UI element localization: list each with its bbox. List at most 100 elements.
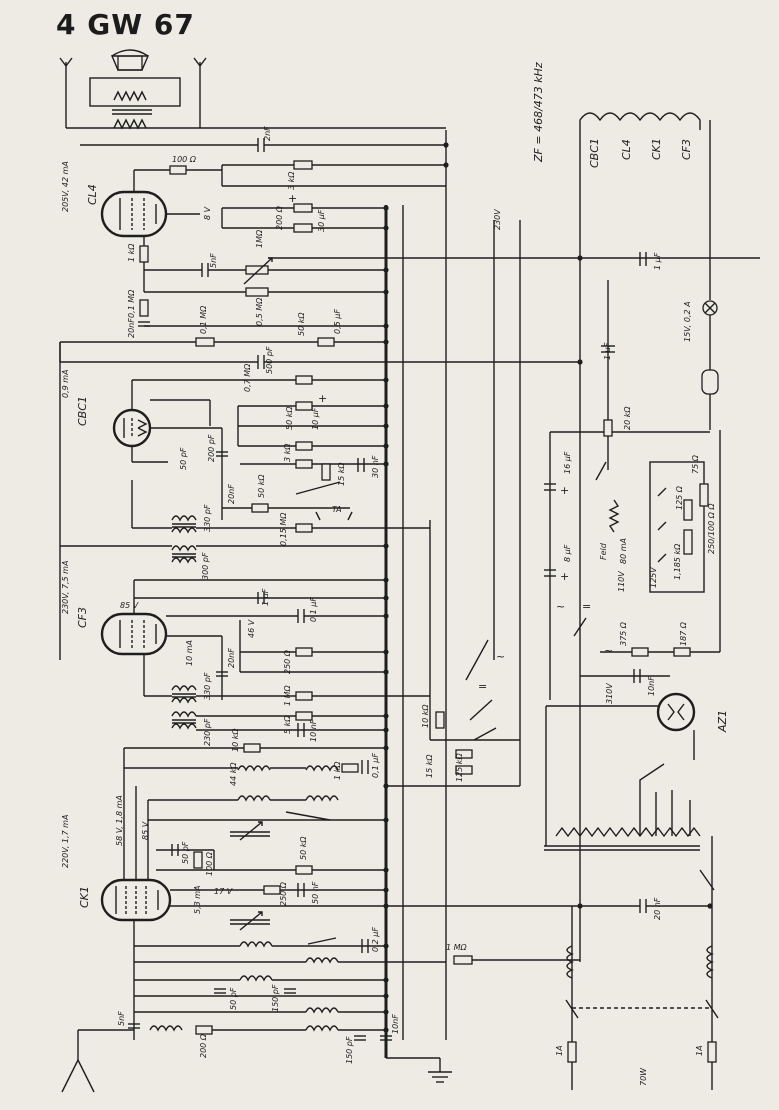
fuse-a-label: 1A <box>555 1045 564 1056</box>
cl4-label: CL4 <box>86 184 99 205</box>
urdox-resistor <box>701 369 719 395</box>
r-07m: 0,7 MΩ <box>243 363 252 392</box>
if-transformer-4 <box>171 711 197 730</box>
r-10k-b: 10 kΩ <box>421 704 430 728</box>
c-150pf-b: 150 pF <box>345 1036 354 1064</box>
acdc-switch-2[interactable] <box>573 617 587 637</box>
heater-cf3: CF3 <box>680 139 693 160</box>
mains-transformer-winding <box>555 826 701 838</box>
wave-switch-2[interactable] <box>307 937 337 945</box>
r-100-b: 100 Ω <box>205 851 214 876</box>
c-200pf: 200 pF <box>207 434 216 462</box>
plus-mark: + <box>288 192 297 205</box>
r-01m-b: 0,1 MΩ <box>199 305 208 334</box>
c-5nf-b: 5nF <box>117 1011 126 1026</box>
r-50k-c: 50 kΩ <box>257 474 266 498</box>
rect-out-voltage: 310V <box>605 683 614 704</box>
r-05m: 0,5 MΩ <box>255 297 264 326</box>
tube-cf3 <box>100 612 168 656</box>
ck1-screen-rating: 58 V, 1,8 mA <box>115 795 124 846</box>
cf3-label: CF3 <box>76 607 89 628</box>
band-switch[interactable] <box>465 639 497 741</box>
acdc-switch-1[interactable] <box>595 461 607 481</box>
r-3k: 3 kΩ <box>287 171 296 190</box>
speaker-coil <box>113 90 147 102</box>
ck1-cathode-voltage: 17 V <box>214 887 233 896</box>
c-50nf: 50 nF <box>311 881 320 904</box>
tap-110v: 110V <box>617 571 626 592</box>
ck1-current: 5,3 mA <box>193 885 202 914</box>
wave-switch[interactable] <box>285 811 331 821</box>
tap-125v: 125V <box>649 567 658 588</box>
pickup-socket-icon <box>315 511 353 521</box>
plus-mark-3: + <box>560 484 569 497</box>
mains-double-switch[interactable] <box>565 999 719 1019</box>
c-20nf-d: 20 nF <box>653 897 662 920</box>
c-10nf-c: 10nF <box>647 676 656 696</box>
r-200-b: 200 Ω <box>199 1033 208 1058</box>
cf3-cathode-voltage: 46 V <box>247 619 256 638</box>
switch-mark-dc-2: = <box>582 600 591 613</box>
loudspeaker <box>110 49 150 71</box>
input-coil <box>149 1025 183 1032</box>
r-250: 250 Ω <box>283 649 292 674</box>
r-15k: 15 kΩ <box>337 462 346 486</box>
mains-taps <box>639 763 691 836</box>
az1-label: AZ1 <box>716 710 729 733</box>
speaker-socket-icon <box>59 57 73 68</box>
c-50pf-c: 50 pF <box>229 987 238 1010</box>
c-30uf: 30 μF <box>317 209 326 232</box>
r-15k-b: 15 kΩ <box>425 754 434 778</box>
heater-filaments <box>579 112 701 130</box>
r-10k-a: 10 kΩ <box>231 728 240 752</box>
tube-ck1 <box>100 878 172 922</box>
pot-1m: 1MΩ <box>255 229 264 248</box>
ck1-screen-voltage: 85 V <box>141 821 150 840</box>
c-20nf-c: 20nF <box>227 648 236 668</box>
power-rating: 70W <box>639 1067 648 1086</box>
field-current: 80 mA <box>619 538 628 564</box>
cf3-rating: 230V, 7,5 mA <box>61 561 70 614</box>
plus-mark-4: + <box>560 570 569 583</box>
c-50pf-a: 50 pF <box>179 447 188 470</box>
antenna-coil-1 <box>239 941 273 948</box>
c-150pf-a: 150 pF <box>271 984 280 1012</box>
fuse-1 <box>567 1041 577 1063</box>
ck1-label: CK1 <box>78 886 91 908</box>
c-1uf-b: 1 μF <box>653 252 662 270</box>
voltage-selector[interactable] <box>649 461 705 593</box>
c-01uf-a: 0,1 μF <box>309 597 318 622</box>
trimmer-cap-2 <box>239 911 263 931</box>
mains-choke-2 <box>706 945 714 979</box>
switch-mark-ac: ~ <box>496 650 505 663</box>
c-20nf-a: 20nF <box>127 318 136 338</box>
speaker-socket-icon-2 <box>193 57 207 68</box>
switch-mark-ac-3: ~ <box>604 644 613 657</box>
r-100: 100 Ω <box>172 155 197 164</box>
c-01uf-b: 0,1 μF <box>371 753 380 778</box>
r-50k-b: 50 kΩ <box>285 406 294 430</box>
volume-pot <box>245 265 269 275</box>
switch-mark-dc: = <box>478 680 487 693</box>
ta-label: TA <box>332 505 342 514</box>
r-1k: 1 kΩ <box>127 243 136 262</box>
r-3k-b: 3 kΩ <box>283 443 292 462</box>
cbc1-rating: 0,9 mA <box>61 369 70 398</box>
if-transformer-2 <box>171 545 197 564</box>
field-coil <box>608 499 620 533</box>
plus-mark-2: + <box>318 392 327 405</box>
tube-az1 <box>656 692 696 732</box>
r-20k: 20 kΩ <box>623 406 632 430</box>
r-187: 187 Ω <box>679 621 688 646</box>
if-note: ZF = 468/473 kHz <box>532 62 545 163</box>
c-5nf: 5nF <box>209 253 218 268</box>
cl4-rating: 205V, 42 mA <box>61 161 70 212</box>
supply-230v: 230V <box>493 209 502 230</box>
r-250-100: 250/100 Ω Ω <box>707 503 716 554</box>
cbc1-label: CBC1 <box>76 396 89 426</box>
r-250-b: 250 Ω <box>279 881 288 906</box>
selector-contacts <box>657 487 667 563</box>
c-50pf-b: 50 pF <box>181 841 190 864</box>
field-label: Feld <box>599 542 608 560</box>
